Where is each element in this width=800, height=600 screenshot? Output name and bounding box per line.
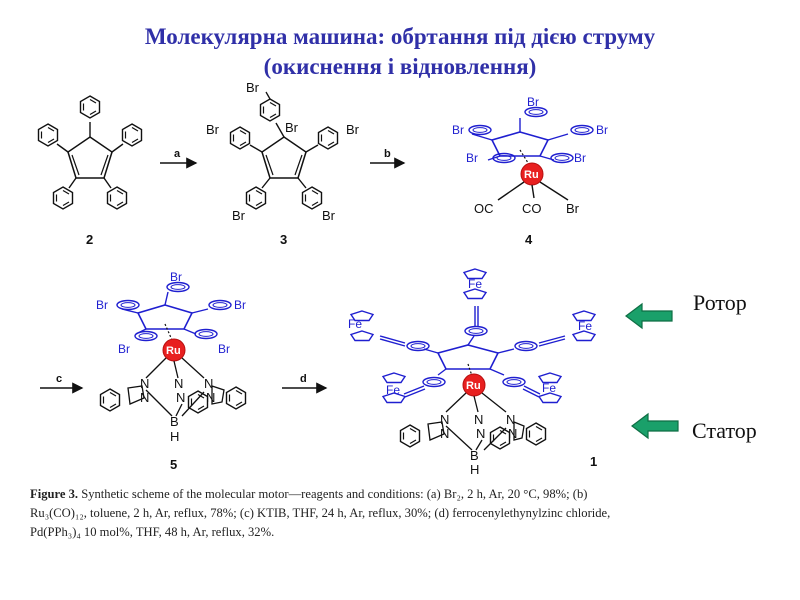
rotor-label: Ротор [693, 290, 747, 315]
atom-label-n: N [176, 390, 185, 405]
atom-label-fe: Fe [468, 277, 482, 291]
atom-label-br: Br [234, 298, 246, 312]
compound-number-4: 4 [525, 232, 533, 247]
atom-label-br: Br [96, 298, 108, 312]
atom-label-b: B [170, 414, 179, 429]
atom-label-n: N [508, 426, 517, 441]
atom-label-br: Br [218, 342, 230, 356]
atom-label-br: Br [322, 208, 336, 223]
atom-label-br: Br [170, 270, 182, 284]
compound-number-3: 3 [280, 232, 287, 247]
atom-label-br: Br [346, 122, 360, 137]
atom-label-br: Br [596, 123, 608, 137]
atom-label-br: Br [246, 80, 260, 95]
atom-label-br: Br [566, 201, 580, 216]
atom-label-n: N [140, 376, 149, 391]
atom-label-b: B [470, 448, 479, 463]
title-line-1: Молекулярна машина: обртання під дією ст… [144, 24, 656, 49]
step-label-a: a [174, 148, 181, 160]
molecule-4 [468, 106, 594, 201]
atom-label-n: N [206, 390, 215, 405]
step-label-c: c [56, 373, 62, 385]
atom-label-n: N [174, 376, 183, 391]
atom-label-br: Br [527, 95, 539, 109]
rotor-arrow-icon [625, 302, 673, 330]
compound-number-5: 5 [170, 457, 177, 472]
title-line-2: (окиснення і відновлення) [263, 54, 537, 79]
stator-label: Статор [692, 418, 757, 443]
atom-label-br: Br [232, 208, 246, 223]
atom-label-ru: Ru [166, 345, 181, 357]
atom-label-n: N [440, 426, 449, 441]
caption-text: Synthetic scheme of the molecular motor—… [30, 487, 611, 539]
atom-label-br: Br [206, 122, 220, 137]
caption-label: Figure 3. [30, 487, 79, 501]
atom-label-br: Br [466, 151, 478, 165]
atom-label-ru: Ru [466, 380, 481, 392]
stator-arrow-icon [631, 412, 679, 440]
atom-label-h: H [470, 462, 479, 477]
slide-title: Молекулярна машина: обртання під дією ст… [0, 22, 800, 82]
atom-label-fe: Fe [542, 381, 556, 395]
atom-label-n: N [204, 376, 213, 391]
atom-label-h: H [170, 429, 179, 444]
atom-label-br: Br [118, 342, 130, 356]
molecule-1 [350, 268, 596, 451]
atom-label-br: Br [574, 151, 586, 165]
molecule-3 [229, 91, 339, 210]
step-label-b: b [384, 148, 391, 160]
atom-label-fe: Fe [386, 383, 400, 397]
atom-label-br: Br [452, 123, 464, 137]
atom-label-n: N [476, 426, 485, 441]
atom-label-fe: Fe [348, 317, 362, 331]
molecule-2 [37, 95, 143, 210]
atom-label-n: N [506, 412, 515, 427]
atom-label-co: CO [522, 201, 542, 216]
molecule-5 [99, 281, 247, 417]
atom-label-fe: Fe [578, 319, 592, 333]
compound-number-2: 2 [86, 232, 93, 247]
step-label-d: d [300, 373, 307, 385]
atom-label-n: N [474, 412, 483, 427]
compound-number-1: 1 [590, 454, 597, 469]
figure-caption: Figure 3. Synthetic scheme of the molecu… [30, 485, 620, 542]
atom-label-ru: Ru [524, 169, 539, 181]
atom-label-oc: OC [474, 201, 494, 216]
atom-label-n: N [440, 412, 449, 427]
atom-label-n: N [140, 390, 149, 405]
atom-label-br: Br [285, 120, 299, 135]
